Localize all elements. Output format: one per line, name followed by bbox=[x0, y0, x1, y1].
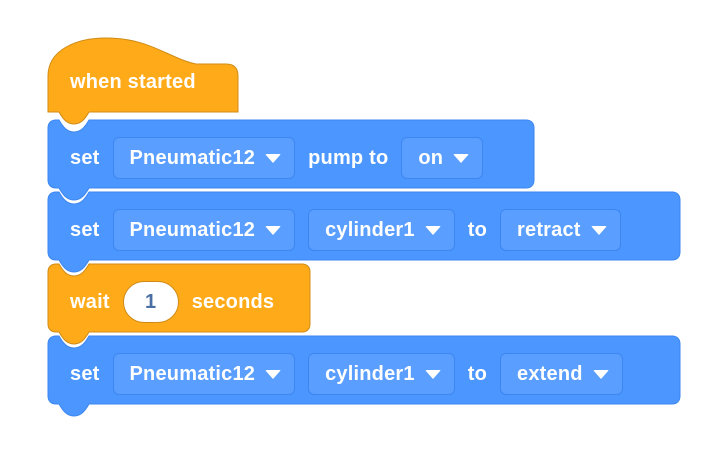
block-wait-seconds[interactable]: wait 1 seconds bbox=[47, 263, 311, 345]
cylinder-state-dropdown[interactable]: retract bbox=[500, 209, 621, 251]
block-set-cylinder-retract[interactable]: set Pneumatic12 cylinder1 to retract bbox=[47, 191, 681, 273]
cylinder-dropdown-value: cylinder1 bbox=[325, 219, 415, 241]
wait-label: wait bbox=[70, 291, 110, 313]
pump-to-label: pump to bbox=[308, 147, 389, 169]
block-set-pump[interactable]: set Pneumatic12 pump to on bbox=[47, 119, 535, 201]
cylinder-state-dropdown[interactable]: extend bbox=[500, 353, 623, 395]
chevron-down-icon bbox=[265, 369, 282, 379]
cylinder-dropdown[interactable]: cylinder1 bbox=[308, 353, 455, 395]
chevron-down-icon bbox=[265, 225, 282, 235]
set-label: set bbox=[70, 219, 100, 241]
pump-state-dropdown[interactable]: on bbox=[401, 137, 484, 179]
seconds-label: seconds bbox=[191, 291, 275, 313]
wait-duration-value: 1 bbox=[145, 291, 157, 313]
chevron-down-icon bbox=[590, 225, 607, 235]
block-set-cylinder-extend[interactable]: set Pneumatic12 cylinder1 to extend bbox=[47, 335, 681, 417]
device-dropdown-value: Pneumatic12 bbox=[129, 147, 256, 169]
device-dropdown-pneumatic[interactable]: Pneumatic12 bbox=[112, 209, 296, 251]
chevron-down-icon bbox=[592, 369, 609, 379]
cylinder-state-value: retract bbox=[517, 219, 581, 241]
wait-duration-input[interactable]: 1 bbox=[122, 281, 179, 323]
cylinder-dropdown-value: cylinder1 bbox=[325, 363, 415, 385]
device-dropdown-pneumatic[interactable]: Pneumatic12 bbox=[112, 137, 296, 179]
chevron-down-icon bbox=[453, 153, 470, 163]
device-dropdown-value: Pneumatic12 bbox=[129, 219, 256, 241]
cylinder-state-value: extend bbox=[517, 363, 583, 385]
when-started-label: when started bbox=[70, 71, 196, 93]
set-label: set bbox=[70, 147, 100, 169]
block-when-started[interactable]: when started bbox=[47, 36, 283, 128]
device-dropdown-pneumatic[interactable]: Pneumatic12 bbox=[112, 353, 296, 395]
to-label: to bbox=[467, 363, 488, 385]
pump-state-value: on bbox=[418, 147, 444, 169]
cylinder-dropdown[interactable]: cylinder1 bbox=[308, 209, 455, 251]
set-label: set bbox=[70, 363, 100, 385]
to-label: to bbox=[467, 219, 488, 241]
chevron-down-icon bbox=[424, 225, 441, 235]
chevron-down-icon bbox=[265, 153, 282, 163]
device-dropdown-value: Pneumatic12 bbox=[129, 363, 256, 385]
chevron-down-icon bbox=[424, 369, 441, 379]
